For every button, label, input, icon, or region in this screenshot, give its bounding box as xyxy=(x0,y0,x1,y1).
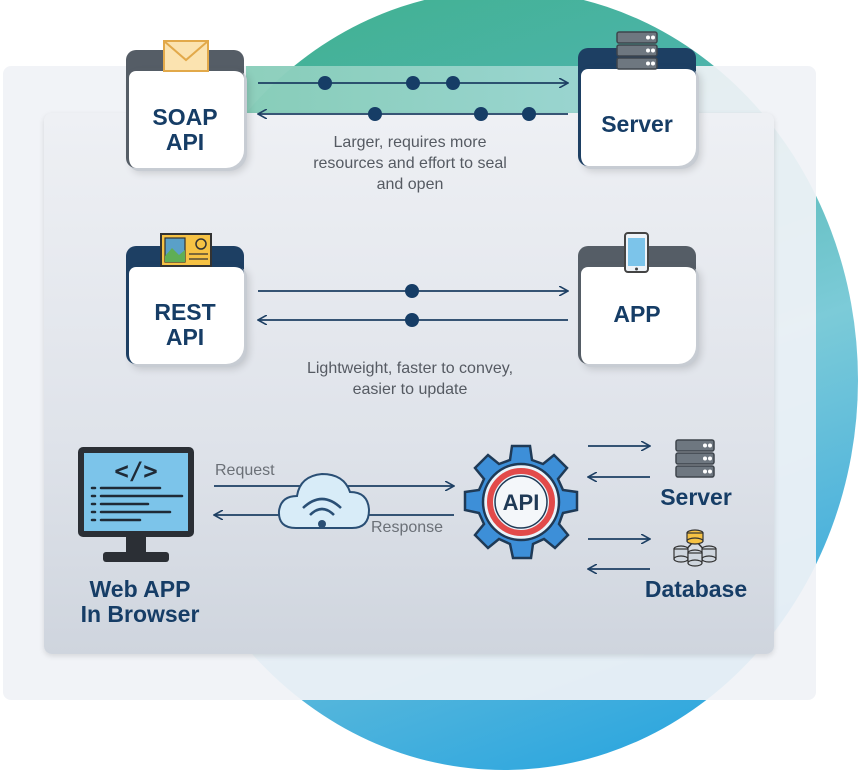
code-glyph: </> xyxy=(114,457,157,485)
code-monitor-icon: </> xyxy=(78,447,194,562)
web-app-label-line2: In Browser xyxy=(80,601,200,627)
soap-note-line1: Larger, requires more xyxy=(333,134,487,151)
web-app-label-line1: Web APP xyxy=(89,576,191,602)
server-rack-icon xyxy=(616,31,658,70)
folder-body xyxy=(578,66,696,166)
response-label: Response xyxy=(371,519,444,536)
folder-body xyxy=(578,264,696,364)
soap-label-line1: SOAP xyxy=(152,104,218,130)
smartphone-icon xyxy=(624,232,649,273)
rest-label-line2: API xyxy=(165,324,205,350)
api-gear-label: API xyxy=(503,490,540,515)
request-label: Request xyxy=(215,462,275,479)
rest-note-line1: Lightweight, faster to convey, xyxy=(306,360,514,377)
rest-note-line2: easier to update xyxy=(352,381,468,398)
soap-request-arrow xyxy=(258,76,568,90)
postcard-icon xyxy=(160,233,212,267)
rest-request-arrow xyxy=(258,284,568,298)
app-label: APP xyxy=(613,301,661,327)
target-database-label: Database xyxy=(644,576,748,602)
rest-label-line1: REST xyxy=(154,299,216,325)
api-gear-icon: API xyxy=(463,444,579,560)
rest-note: Lightweight, faster to convey, easier to… xyxy=(270,358,550,400)
soap-response-arrow xyxy=(258,107,568,121)
wifi-cloud-icon xyxy=(277,472,371,529)
rest-response-arrow xyxy=(258,313,568,327)
soap-label-line2: API xyxy=(165,129,205,155)
soap-note: Larger, requires more resources and effo… xyxy=(280,132,540,195)
web-app-label: Web APP In Browser xyxy=(60,577,220,627)
inner-card xyxy=(44,113,774,654)
server-label: Server xyxy=(601,111,673,137)
soap-note-line2: resources and effort to seal xyxy=(313,155,507,172)
server-rack-icon xyxy=(675,439,715,478)
server-card: Server xyxy=(578,48,698,166)
target-server-label: Server xyxy=(660,484,732,510)
soap-note-line3: and open xyxy=(376,176,444,193)
database-network-icon xyxy=(673,529,717,567)
